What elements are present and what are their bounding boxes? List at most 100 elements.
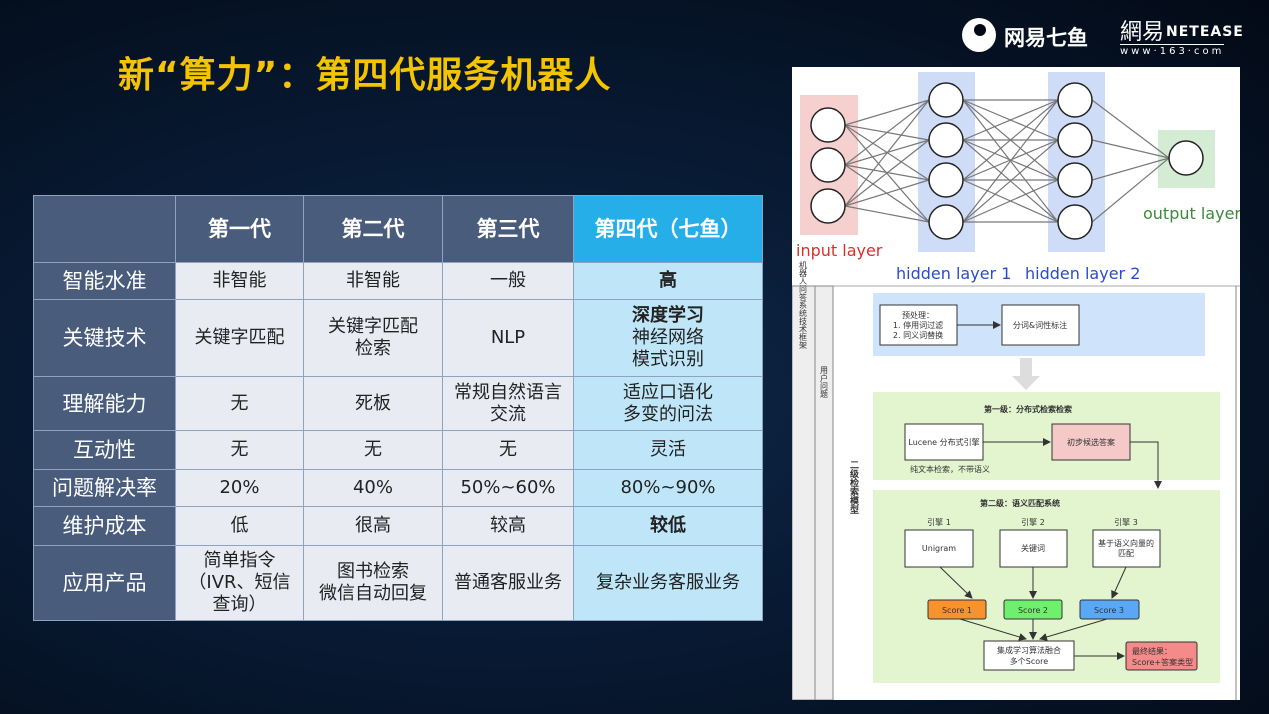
hidden-layer-1-label: hidden layer 1 [896, 264, 1011, 283]
table-cell: 普通客服业务 [442, 545, 574, 621]
netease-logo-en: NETEASE [1166, 24, 1244, 40]
cell-text: 一般 [490, 270, 526, 291]
table-cell: 一般 [442, 262, 574, 300]
table-cell: 非智能 [303, 262, 443, 300]
cell-text: 无 [499, 439, 517, 460]
keyword-text: 关键词 [1021, 543, 1045, 553]
nn-node [1057, 122, 1093, 158]
nn-edge [1091, 157, 1170, 223]
cell-text: 无 [230, 439, 249, 460]
cell-text: 普通客服业务 [454, 572, 562, 593]
cell-text: 80%~90% [620, 477, 716, 498]
nn-edge [844, 139, 930, 207]
nn-edge [962, 139, 1059, 223]
engine1-label: 引擎 1 [927, 517, 951, 527]
unigram-text: Unigram [922, 544, 956, 553]
cell-text: 深度学习 [632, 305, 704, 326]
cell-text: 神经网络 [632, 327, 704, 348]
pre-1: 1. 停用词过滤 [893, 320, 943, 330]
row-label: 应用产品 [33, 545, 176, 621]
table-cell: 无 [303, 430, 443, 470]
seg-text: 分词&词性标注 [1013, 320, 1067, 330]
cell-text: NLP [490, 327, 526, 348]
cell-text: 40% [352, 477, 393, 498]
qiyu-fish-logo-icon [962, 18, 996, 52]
qiyu-logo-text: 网易七鱼 [1004, 26, 1088, 50]
lucene-text: Lucene 分布式引擎 [908, 437, 979, 447]
cell-text: 无 [364, 439, 382, 460]
nn-edge [844, 99, 930, 207]
table-cell: 图书检索 微信自动回复 [303, 545, 443, 621]
table-cell: 无 [175, 430, 304, 470]
cell-text: 很高 [355, 515, 391, 536]
table-cell: 常规自然语言 交流 [442, 376, 574, 431]
output-layer-label: output layer [1143, 204, 1240, 223]
table-cell: 较高 [442, 506, 574, 546]
nn-edge [962, 99, 1059, 141]
slide-title: 新“算力”：第四代服务机器人 [118, 55, 612, 96]
table-cell: 20% [175, 469, 304, 507]
diagram-panel: input layer hidden layer 1 hidden layer … [791, 67, 1241, 701]
final-text-2: Score+答案类型 [1132, 657, 1193, 667]
level1-title: 第一级：分布式检索检索 [984, 404, 1072, 414]
netease-url: www·163·com [1120, 44, 1225, 57]
ensemble-text-2: 多个Score [1010, 656, 1048, 666]
table-cell: 50%~60% [442, 469, 574, 507]
cell-text: 适应口语化 多变的问法 [623, 381, 713, 425]
engine3-label: 引擎 3 [1114, 517, 1138, 527]
table-cell: 无 [442, 430, 574, 470]
table-cell: 适应口语化 多变的问法 [573, 376, 763, 431]
nn-node [810, 147, 846, 183]
nn-node [928, 82, 964, 118]
nn-edge [844, 99, 930, 126]
nn-node [1057, 204, 1093, 240]
cell-text: 非智能 [212, 270, 267, 291]
row-label: 问题解决率 [33, 469, 176, 507]
row-label: 理解能力 [33, 376, 176, 431]
user-question-label: 用户问题 [820, 366, 829, 399]
model-label: 二级检索模型 [848, 460, 860, 514]
level2-title: 第二级：语义匹配系统 [980, 498, 1060, 508]
frame-label: 机器人问答系统技术框架 [799, 260, 808, 350]
score2-text: Score 2 [1018, 606, 1048, 615]
cell-text: 50%~60% [460, 477, 556, 498]
table-cell: 深度学习神经网络模式识别 [573, 299, 763, 377]
diagram-svg: input layer hidden layer 1 hidden layer … [791, 72, 1241, 701]
preprocess-box [879, 304, 958, 346]
nn-edge [962, 99, 1059, 181]
cell-text: 图书检索 微信自动回复 [319, 561, 427, 604]
neural-network: input layer hidden layer 1 hidden layer … [796, 72, 1241, 283]
table-cell: 复杂业务客服业务 [573, 545, 763, 621]
final-text-1: 最终结果： [1132, 646, 1172, 656]
cell-text: 常规自然语言 交流 [454, 381, 562, 425]
row-label: 关键技术 [33, 299, 176, 377]
header-cell: 第一代 [175, 195, 304, 263]
candidates-text: 初步候选答案 [1067, 437, 1115, 447]
table-cell: 关键字匹配 [175, 299, 304, 377]
ensemble-text-1: 集成学习算法融合 [997, 645, 1061, 655]
note-text: 纯文本检索，不带语义 [910, 464, 990, 474]
nn-edge [962, 139, 1059, 181]
cell-text: 低 [230, 515, 249, 536]
table-cell: 无 [175, 376, 304, 431]
table-cell: 很高 [303, 506, 443, 546]
comparison-table: 第一代 第二代 第三代 第四代（七鱼） 智能水准非智能非智能一般高关键技术关键字… [33, 195, 763, 621]
header-cell-highlight: 第四代（七鱼） [573, 195, 763, 263]
segmentation-box [1001, 304, 1080, 346]
cell-text: 较低 [650, 515, 686, 536]
cell-text: 灵活 [650, 439, 686, 460]
vector-text-1: 基于语义向量的 [1098, 538, 1154, 548]
nn-node [928, 162, 964, 198]
qa-framework-diagram: 机器人问答系统技术框架 用户问题 二级检索模型 预处理： 1. 停用词过滤 2.… [791, 260, 1240, 701]
input-layer-label: input layer [796, 241, 883, 260]
score3-text: Score 3 [1094, 606, 1124, 615]
vector-text-2: 匹配 [1118, 549, 1134, 558]
nn-edge [1091, 157, 1170, 181]
cell-text: 简单指令 （IVR、短信 查询） [188, 550, 291, 615]
table-cell: 关键字匹配 检索 [303, 299, 443, 377]
row-label: 互动性 [33, 430, 176, 470]
cell-text: 较高 [490, 515, 526, 536]
nn-edge [1091, 139, 1170, 159]
hidden-layer-2-label: hidden layer 2 [1025, 264, 1140, 283]
row-label: 智能水准 [33, 262, 176, 300]
